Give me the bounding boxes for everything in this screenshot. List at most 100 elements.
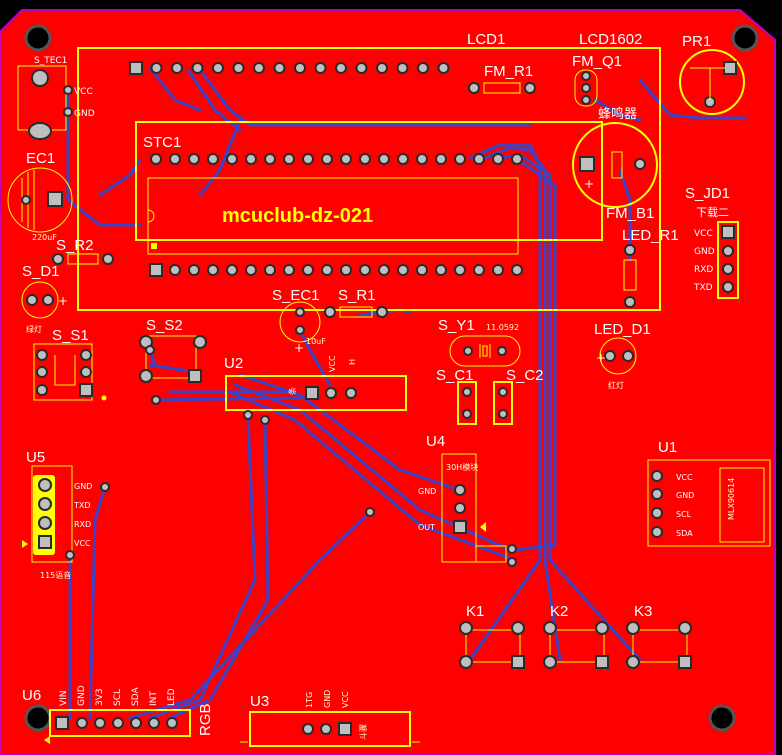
jd1-pin-txd: TXD	[693, 283, 713, 293]
label-u2: U2	[224, 355, 243, 372]
stc1-pin	[302, 264, 314, 276]
stc1-pin	[169, 153, 181, 165]
s-c2-component	[493, 381, 513, 425]
label-lcd1602: LCD1602	[579, 31, 642, 48]
stc1-pin	[359, 153, 371, 165]
fm-q1-component	[574, 69, 598, 107]
s-s1-component	[33, 343, 107, 401]
label-lcd1: LCD1	[467, 31, 505, 48]
u5-pin-gnd: GND	[74, 482, 92, 491]
stc1-pin	[169, 264, 181, 276]
s-d1-component: +	[21, 281, 68, 319]
stc1-pin	[340, 153, 352, 165]
stc1-pin	[302, 153, 314, 165]
label-u4-sub: 30H模块	[446, 462, 478, 472]
label-stec1: S_TEC1	[34, 56, 67, 66]
fm-b1-component: +	[572, 122, 658, 208]
stc1-pin	[150, 153, 162, 165]
lcd-pin	[273, 62, 286, 74]
lcd1-outline	[77, 47, 661, 311]
u4-component	[441, 453, 517, 567]
u2-component: 条 VCC H	[151, 355, 407, 425]
pr1-component	[679, 49, 745, 115]
stc1-pin	[416, 264, 428, 276]
svg-text:+: +	[596, 351, 606, 365]
stc1-pin	[492, 153, 504, 165]
stc1-pin	[283, 153, 295, 165]
mounting-holes	[24, 24, 759, 732]
u6-pin-label: LED	[167, 688, 177, 706]
label-u5: U5	[26, 449, 45, 466]
svg-text:+: +	[584, 177, 594, 191]
lcd-pin	[396, 62, 409, 74]
stc1-pin	[416, 153, 428, 165]
s-c1-component	[457, 381, 477, 425]
label-u1: U1	[658, 439, 677, 456]
jd1-pin-gnd: GND	[694, 247, 715, 257]
label-s-r1: S_R1	[338, 287, 376, 304]
u5-component	[22, 465, 110, 563]
label-fm-r1: FM_R1	[484, 63, 533, 80]
u3-pin-label: VCC	[341, 691, 350, 708]
lcd-pin	[437, 62, 450, 74]
stc1-pin	[397, 153, 409, 165]
jd1-pin-vcc: VCC	[694, 229, 713, 239]
label-led-d1: LED_D1	[594, 321, 651, 338]
lcd-pin	[376, 62, 388, 74]
stc1-pin	[435, 264, 447, 276]
fm-r1-component	[468, 82, 536, 94]
lcd-pin	[314, 62, 327, 74]
s-y1-component	[449, 335, 521, 367]
stc1-pin	[473, 153, 485, 165]
lcd-pin	[212, 62, 224, 74]
s-ec1-component: +	[279, 301, 321, 355]
s-jd1-component	[717, 221, 739, 299]
u6-pin-label: VIN	[59, 690, 69, 706]
label-s-y1: S_Y1	[438, 317, 475, 334]
board-copper	[0, 9, 776, 755]
svg-text:+: +	[58, 294, 68, 308]
label-u5-sub: 115语音	[40, 570, 71, 580]
u3-component	[240, 711, 420, 747]
label-u6: U6	[22, 687, 41, 704]
stc1-top-pins	[150, 153, 523, 165]
label-stc1: STC1	[143, 134, 181, 151]
lcd-pin	[232, 62, 245, 74]
stc1-pin	[340, 264, 352, 276]
stc1-pin	[473, 264, 485, 276]
label-u1-chip: MLX90614	[727, 478, 736, 520]
label-ec1: EC1	[26, 150, 55, 167]
label-k1: K1	[466, 603, 484, 620]
traces	[38, 66, 747, 720]
label-s-s2: S_S2	[146, 317, 183, 334]
u5-pin-vcc: VCC	[74, 539, 91, 548]
vias	[145, 345, 375, 517]
led-d1-component: +	[596, 337, 637, 375]
ec1-component	[7, 167, 73, 233]
u2-pin-label-3: H	[348, 359, 357, 365]
u6-pin-label: SCL	[113, 689, 123, 706]
u1-pin-sda: SDA	[676, 529, 693, 538]
u4-pin-gnd: GND	[418, 487, 436, 496]
u5-pin-txd: TXD	[73, 501, 91, 510]
label-s-ec1-val: 10uF	[306, 337, 326, 346]
stc1-pin	[321, 153, 333, 165]
u6-pin-label: SDA	[131, 687, 141, 706]
label-s-jd1-sub: 下载二	[696, 206, 729, 219]
key-switch-3	[626, 621, 692, 669]
stc1-pin	[245, 264, 257, 276]
keys	[459, 621, 692, 669]
label-u3: U3	[250, 693, 269, 710]
label-s-y1-val: 11.0592	[486, 323, 519, 332]
stc1-pin	[511, 264, 523, 276]
lcd-pin	[191, 62, 204, 74]
stc1-pin	[283, 264, 295, 276]
label-ec1-val: 220uF	[32, 233, 57, 242]
label-rgb: RGB	[197, 703, 214, 736]
jd1-pin-rxd: RXD	[694, 265, 713, 275]
u4-pin-out: OUT	[418, 523, 435, 532]
stc1-body	[147, 177, 519, 255]
u6-pin-label: 3V3	[95, 688, 105, 706]
u6-pin-label: INT	[149, 691, 159, 706]
s-s2-component	[139, 335, 207, 383]
